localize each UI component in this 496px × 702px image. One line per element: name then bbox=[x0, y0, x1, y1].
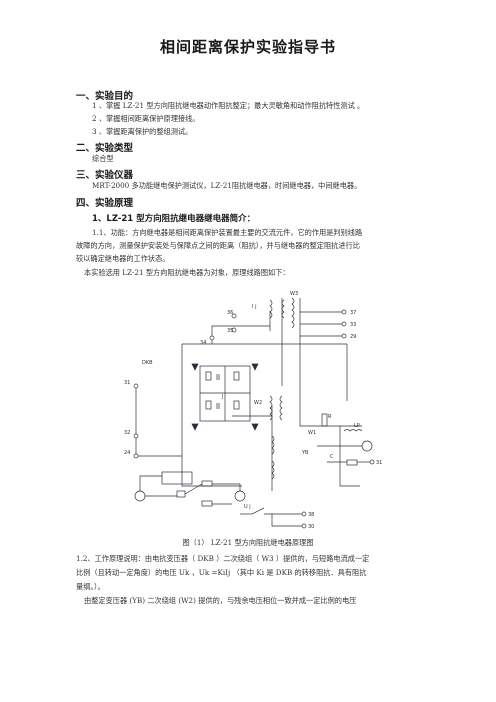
terminal bbox=[341, 321, 347, 327]
terminal bbox=[133, 453, 139, 459]
label-j: J bbox=[221, 394, 223, 400]
label-30: 30 bbox=[308, 524, 314, 530]
meter bbox=[234, 490, 246, 502]
label-34: 34 bbox=[200, 340, 206, 346]
diode bbox=[251, 423, 259, 431]
label-lp: LP bbox=[354, 423, 360, 429]
terminal bbox=[133, 383, 139, 389]
wire bbox=[212, 483, 241, 491]
resistor bbox=[205, 400, 212, 410]
terminal bbox=[133, 433, 139, 439]
diode bbox=[191, 363, 199, 371]
working-principle-line-2: 比例（且转动一定角度）的电压 Uk ，Uk =KiIj （其中 Ki 是 DKB… bbox=[76, 568, 367, 577]
section-heading-principle: 四、实验原理 bbox=[76, 198, 134, 209]
resistor bbox=[233, 371, 240, 381]
section-heading-instruments: 三、实验仪器 bbox=[76, 170, 134, 181]
terminal bbox=[341, 309, 347, 315]
coil bbox=[279, 395, 283, 421]
diode bbox=[191, 423, 199, 431]
wire bbox=[135, 386, 182, 457]
wire bbox=[181, 344, 242, 487]
coil bbox=[281, 299, 285, 319]
section-heading-type: 二、实验类型 bbox=[76, 143, 134, 154]
meter bbox=[361, 440, 373, 452]
wire bbox=[339, 426, 360, 487]
coil bbox=[269, 395, 273, 421]
coil bbox=[271, 435, 275, 455]
relay-frame bbox=[161, 471, 193, 485]
label-uj: U j bbox=[244, 504, 251, 510]
instruments-text: MRT-2000 多功能继电保护测试仪，LZ-21阻抗继电器，时间继电器，中间继… bbox=[92, 181, 362, 190]
terminal bbox=[209, 335, 215, 341]
label-36: 36 bbox=[227, 310, 233, 316]
wire bbox=[184, 483, 203, 495]
label-35: 35 bbox=[227, 328, 233, 334]
principle-para-line-3: 较以确定继电器的工作状态。 bbox=[76, 254, 170, 263]
resistor bbox=[346, 459, 358, 466]
label-33: 33 bbox=[350, 322, 356, 328]
label-32: 32 bbox=[124, 430, 130, 436]
coil bbox=[271, 460, 275, 480]
label-24: 24 bbox=[124, 450, 130, 456]
resistor bbox=[205, 371, 212, 381]
wire bbox=[139, 475, 162, 491]
label-37: 37 bbox=[350, 310, 356, 316]
label-31b: 31 bbox=[376, 460, 382, 466]
working-principle-line-1: 1.2、工作原理说明：由电抗变压器（ DKB ）二次绕组（ W3 ）提供的，与短… bbox=[76, 554, 370, 563]
working-principle-line-3: 量纲。）。 bbox=[76, 582, 105, 591]
meter bbox=[134, 490, 146, 502]
figure-caption: 图（1） LZ-21 型方向阻抗继电器原理图 bbox=[182, 538, 314, 547]
working-principle-line-4: 由整定变压器 (YB) 二次绕组 (W2) 提供的，与残余电压相位一致并成一定比… bbox=[84, 596, 357, 605]
terminal bbox=[301, 523, 307, 529]
label-dkb: DKB bbox=[142, 360, 153, 366]
subsection-heading-relay: 1、LZ-21 型方向阻抗继电器继电器简介： bbox=[92, 214, 256, 224]
label-29: 29 bbox=[350, 334, 356, 340]
label-38: 38 bbox=[308, 512, 314, 518]
coil bbox=[291, 297, 295, 329]
principle-intro-line: 本实验选用 LZ-21 型方向阻抗继电器为对象，原理线路图如下： bbox=[84, 268, 290, 277]
terminal bbox=[231, 327, 237, 333]
wire bbox=[271, 514, 302, 527]
circuit-diagram-svg: W3 I j 36 35 37 33 29 34 DKB 31 32 24 W2… bbox=[124, 291, 382, 530]
purpose-item-3: 3 、掌握距离保护的整组测试。 bbox=[92, 127, 193, 136]
resistor bbox=[201, 480, 213, 487]
label-r: R bbox=[328, 414, 332, 420]
label-ij: I j bbox=[252, 304, 256, 310]
principle-para-line-2: 故障的方向，测量保护安装处与保障点之间的距离（阻抗），并与继电器的整定阻抗进行比 bbox=[76, 241, 360, 250]
section-heading-purpose: 一、实验目的 bbox=[76, 91, 134, 102]
circuit-diagram: W3 I j 36 35 37 33 29 34 DKB 31 32 24 W2… bbox=[122, 286, 382, 531]
label-w1: W1 bbox=[308, 430, 316, 436]
label-w3: W3 bbox=[290, 291, 298, 297]
document-title: 相间距离保护实验指导书 bbox=[159, 38, 336, 56]
terminal bbox=[369, 459, 375, 465]
contact bbox=[251, 507, 265, 515]
wire bbox=[211, 325, 270, 344]
resistor bbox=[201, 500, 213, 507]
diode bbox=[251, 363, 259, 371]
terminal bbox=[301, 511, 307, 517]
resistor bbox=[176, 490, 186, 498]
terminal bbox=[231, 313, 237, 319]
label-w2: W2 bbox=[254, 400, 262, 406]
wire bbox=[299, 386, 362, 427]
label-31: 31 bbox=[124, 380, 130, 386]
label-c: C bbox=[330, 454, 334, 460]
coil bbox=[269, 299, 273, 319]
purpose-item-1: 1 、掌握 LZ-21 型方向阻抗继电器动作阻抗整定；最大灵敏角和动作阻抗特性测… bbox=[92, 101, 365, 110]
principle-para-line-1: 1.1、功能：方向继电器是相间距离保护装置最主要的交流元件，它的作用是判别线路 bbox=[92, 228, 363, 237]
label-yb: YB bbox=[301, 450, 309, 456]
resistor bbox=[321, 413, 328, 427]
purpose-item-2: 2 、掌握相间距离保护原理接线。 bbox=[92, 114, 200, 123]
inductor bbox=[343, 429, 363, 432]
terminal bbox=[341, 333, 347, 339]
resistor bbox=[233, 400, 240, 410]
type-text: 综合型 bbox=[92, 154, 114, 163]
